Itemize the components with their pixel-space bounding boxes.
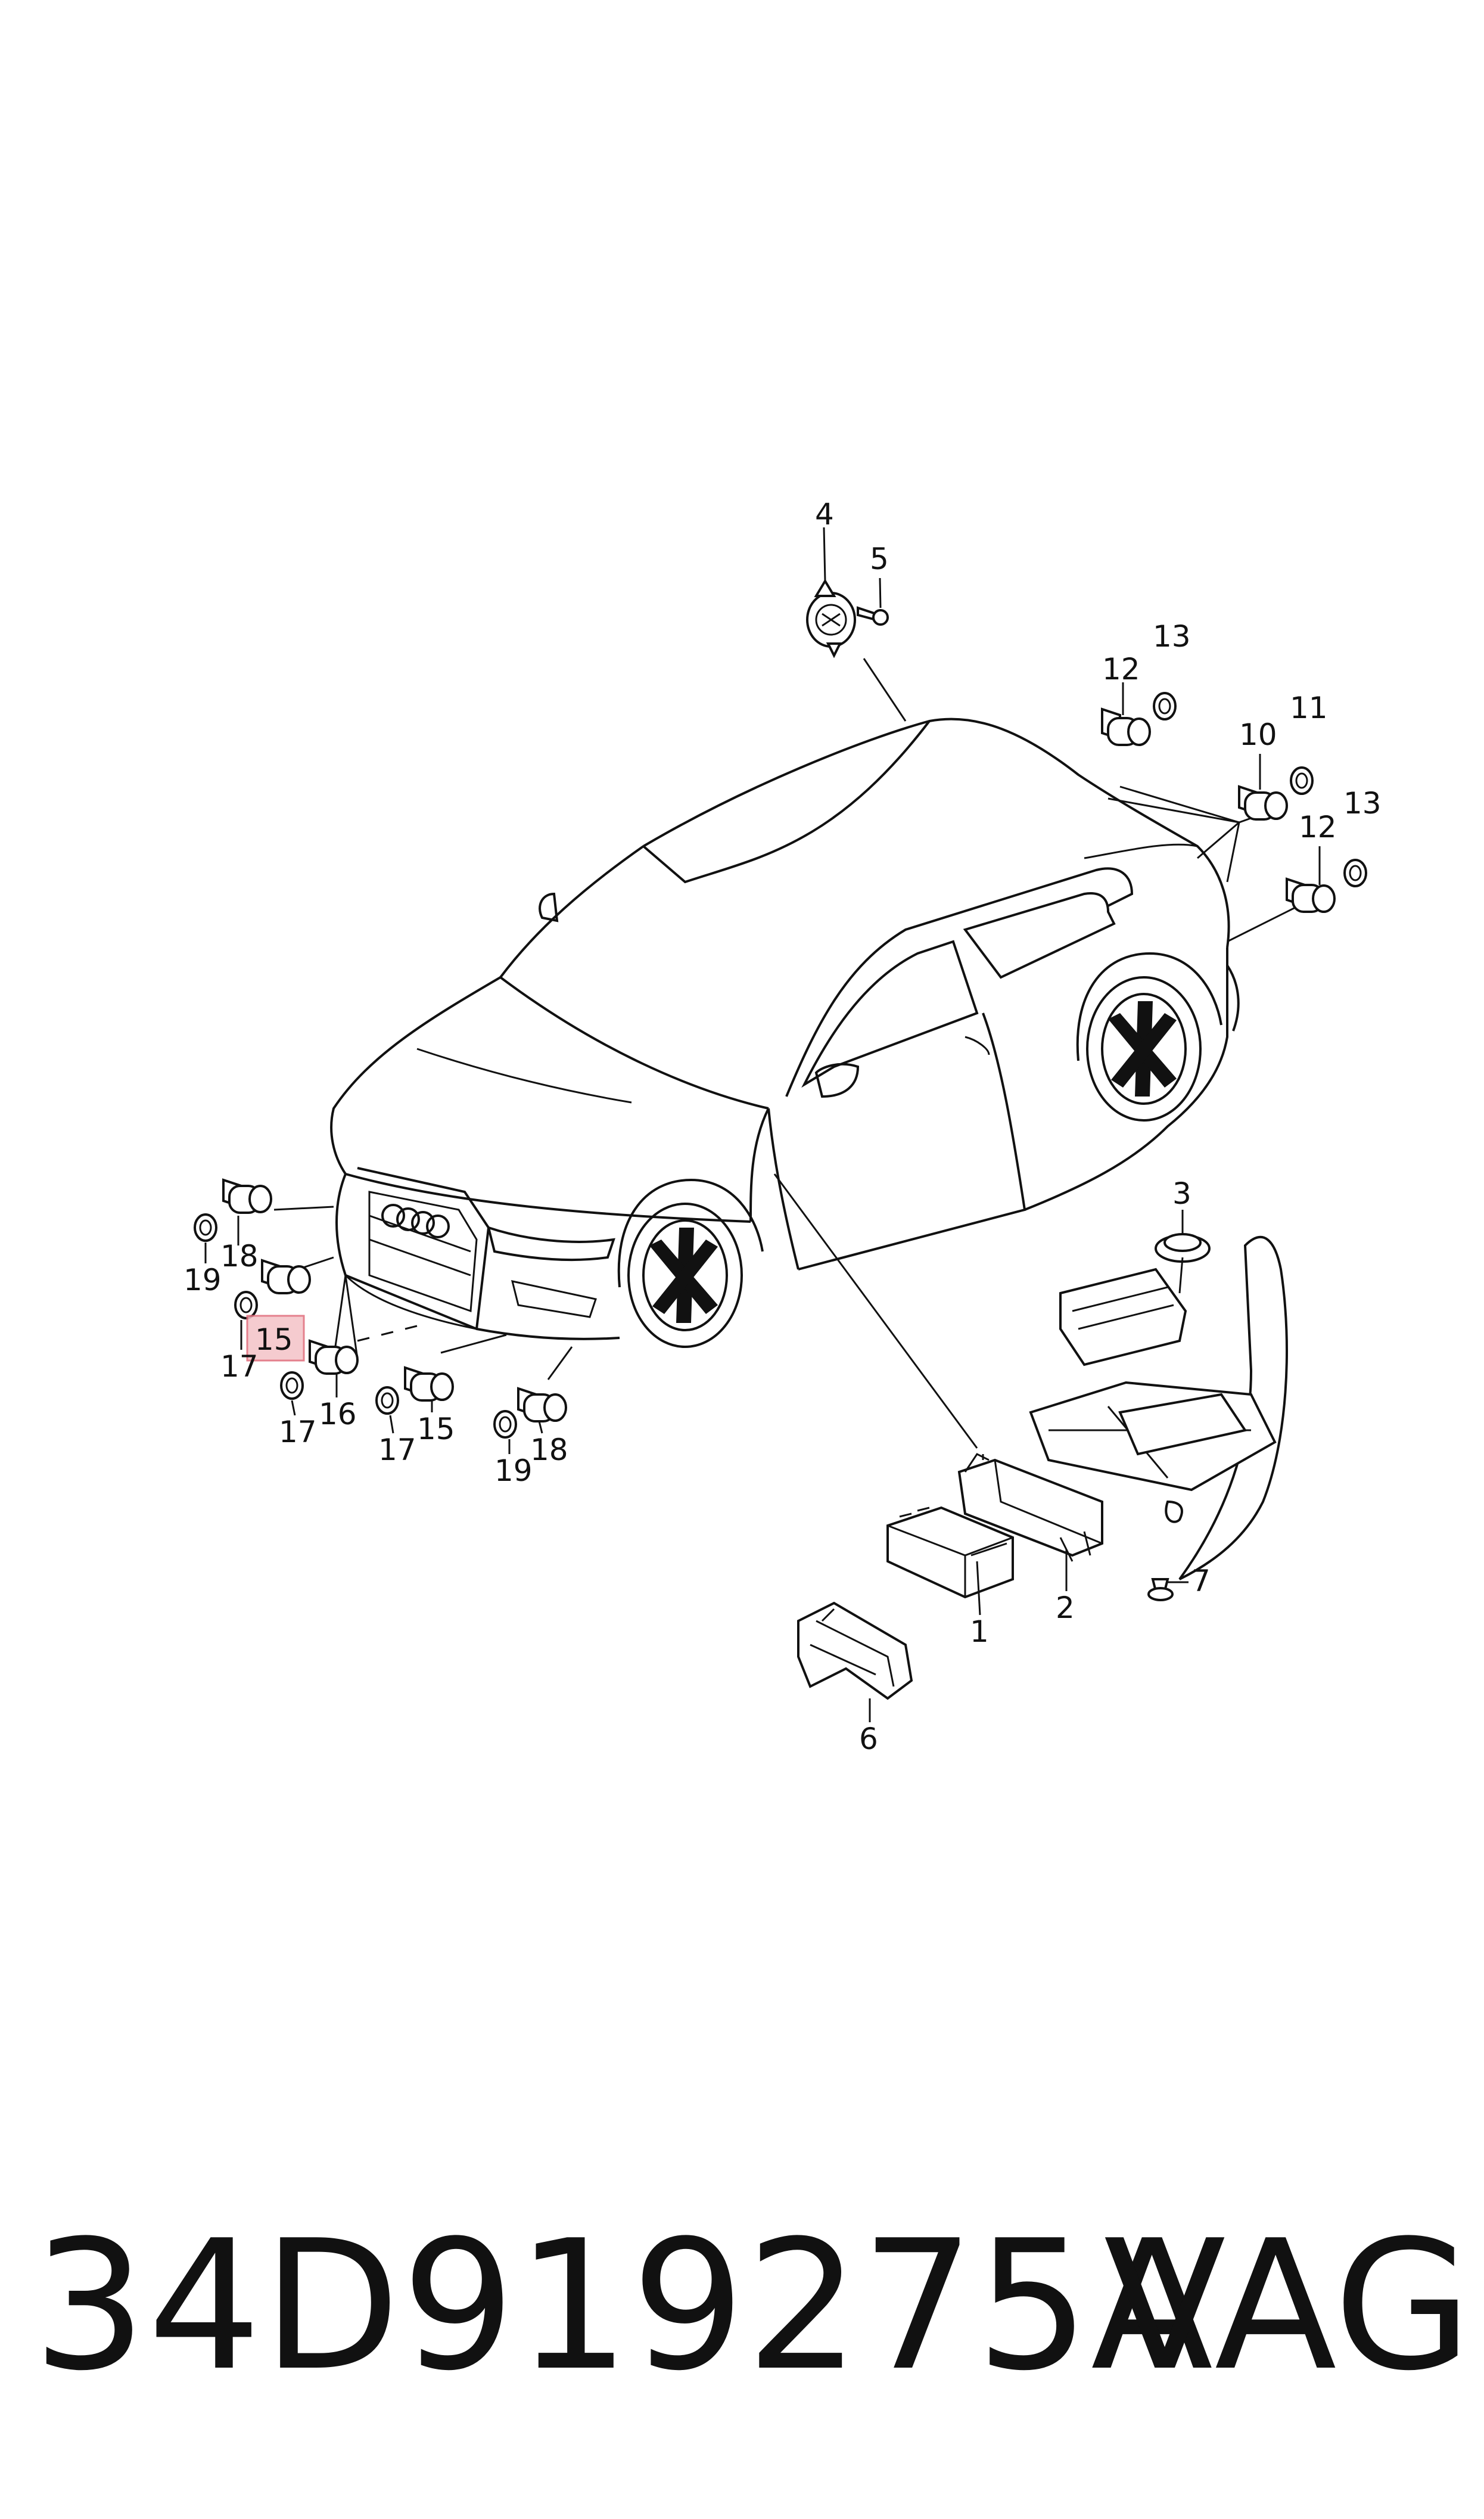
front-sensor-16	[309, 1339, 359, 1375]
ring-part-11	[1290, 766, 1314, 795]
ring-part-19-left	[194, 1213, 217, 1242]
rear-sensor-10	[1238, 785, 1288, 821]
callout-7: 7	[1191, 1564, 1211, 1598]
part-number-label: 34D919275A	[33, 2202, 1215, 2410]
ring-part-17-left	[234, 1291, 258, 1319]
clip-part-7	[1147, 1578, 1174, 1601]
callout-13-lower: 13	[1343, 786, 1382, 821]
callout-16: 16	[319, 1397, 357, 1431]
front-sensor-18-right	[517, 1387, 567, 1422]
callout-17-left: 17	[220, 1349, 259, 1384]
ring-part-17-mid	[280, 1371, 304, 1400]
parts-diagram: 4 5 12 13 10 11 12 13 3 2 1 7 6 18 19 15…	[183, 497, 1382, 1756]
front-sensor-15-left	[261, 1259, 311, 1294]
callout-19-left: 19	[183, 1263, 222, 1297]
callout-17-mid: 17	[279, 1415, 317, 1449]
callout-stems	[204, 527, 1321, 1722]
callout-17-right: 17	[378, 1433, 416, 1467]
callout-12-top: 12	[1102, 652, 1140, 687]
callout-12-lower: 12	[1299, 810, 1337, 844]
screw-part-5	[857, 606, 889, 626]
callout-6: 6	[859, 1722, 878, 1756]
front-sensor-15-center	[404, 1366, 454, 1402]
callout-11: 11	[1290, 691, 1328, 725]
ring-part-13-top	[1153, 692, 1177, 720]
rear-sensor-12-top	[1101, 707, 1151, 746]
highlight-box	[246, 1315, 305, 1362]
brand-label: VAG	[1103, 2202, 1472, 2410]
callout-4: 4	[815, 497, 834, 532]
holder-part-6	[797, 1601, 913, 1700]
rear-sensor-12-lower	[1286, 877, 1336, 913]
callout-19-right: 19	[494, 1453, 533, 1488]
callout-15: 15	[417, 1412, 455, 1446]
speaker-part-4	[806, 579, 856, 659]
callout-18-right: 18	[530, 1433, 568, 1467]
callout-5: 5	[870, 542, 889, 576]
callout-2: 2	[1056, 1591, 1075, 1625]
car-illustration	[330, 718, 1240, 1348]
callout-3: 3	[1172, 1176, 1191, 1211]
ring-part-13-lower	[1343, 859, 1367, 887]
ring-part-19-right	[493, 1410, 517, 1439]
callout-15-highlight: 15	[255, 1322, 293, 1357]
control-unit-part-1	[886, 1506, 1014, 1599]
ring-part-17-right	[375, 1386, 399, 1415]
callout-10: 10	[1239, 718, 1277, 752]
callout-13-top: 13	[1153, 619, 1191, 654]
part-3	[1155, 1233, 1211, 1263]
callout-labels: 4 5 12 13 10 11 12 13 3 2 1 7 6 18 19 15…	[183, 497, 1382, 1756]
control-module-part-2	[957, 1453, 1103, 1562]
callout-18-left: 18	[220, 1239, 259, 1274]
callout-1: 1	[970, 1614, 989, 1649]
front-sensor-18-left	[222, 1178, 272, 1214]
mounting-bracket-assembly	[1029, 1235, 1288, 1580]
